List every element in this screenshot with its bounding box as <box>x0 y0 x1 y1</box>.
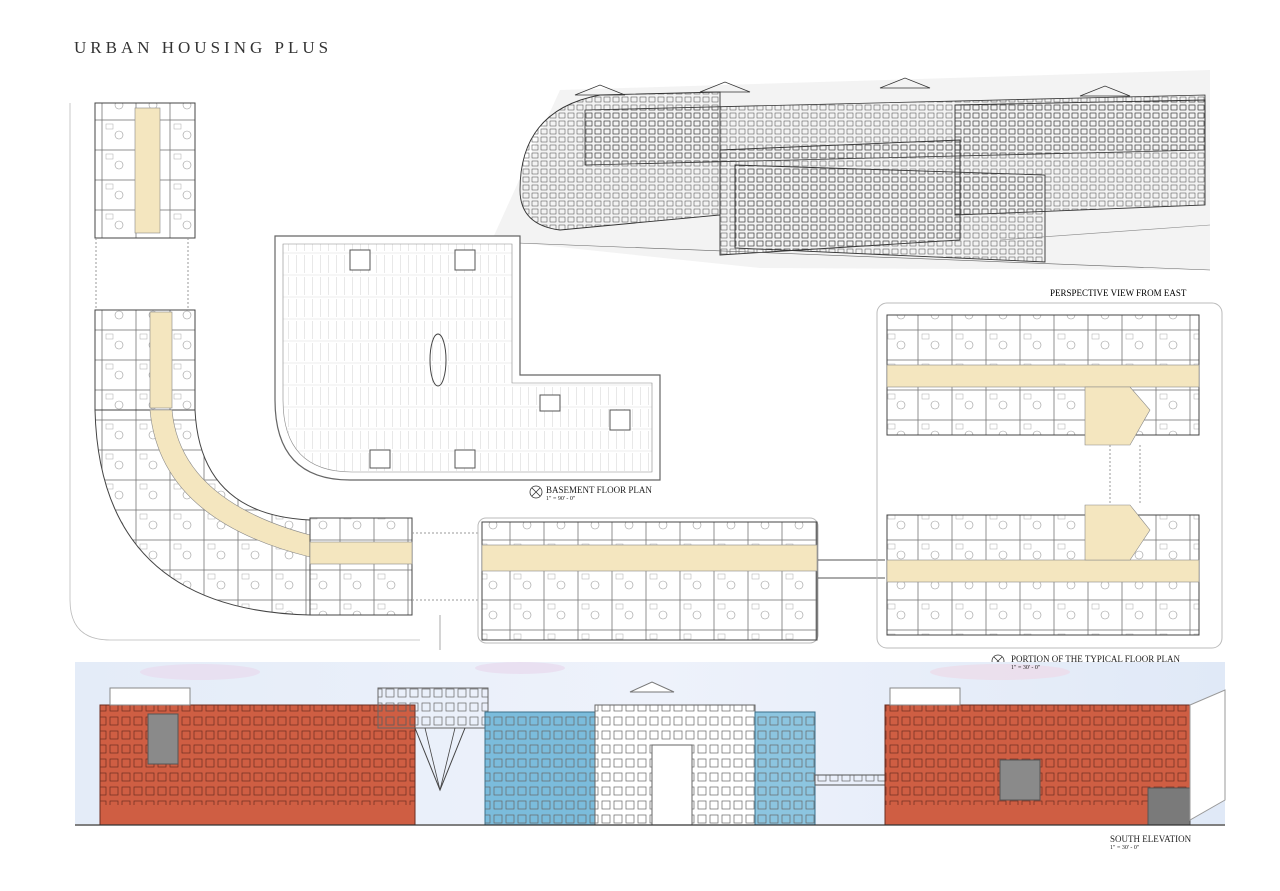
basement-plan <box>274 235 661 499</box>
perspective-view <box>491 70 1211 271</box>
basement-title: BASEMENT FLOOR PLAN <box>546 485 652 495</box>
typical-plan-scale: 1" = 30' - 0" <box>1011 665 1041 671</box>
basement-label: BASEMENT FLOOR PLAN 1" = 90' - 0" <box>546 485 652 502</box>
basement-scale: 1" = 90' - 0" <box>546 496 576 502</box>
middle-floor-plan <box>477 517 885 644</box>
elevation-title: SOUTH ELEVATION <box>1110 834 1192 844</box>
right-floor-plan <box>876 302 1223 668</box>
typical-plan-title: PORTION OF THE TYPICAL FLOOR PLAN <box>1011 654 1181 664</box>
elevation-scale: 1" = 30' - 0" <box>1110 845 1140 851</box>
left-tower-plan <box>94 102 196 308</box>
south-elevation <box>75 662 1226 826</box>
typical-plan-label: PORTION OF THE TYPICAL FLOOR PLAN 1" = 3… <box>1011 654 1180 671</box>
l-shaped-floor-plan <box>69 103 480 650</box>
elevation-label: SOUTH ELEVATION 1" = 30' - 0" <box>1110 834 1191 851</box>
perspective-label: PERSPECTIVE VIEW FROM EAST <box>1050 288 1187 298</box>
sheet-title: URBAN HOUSING PLUS <box>74 38 333 57</box>
